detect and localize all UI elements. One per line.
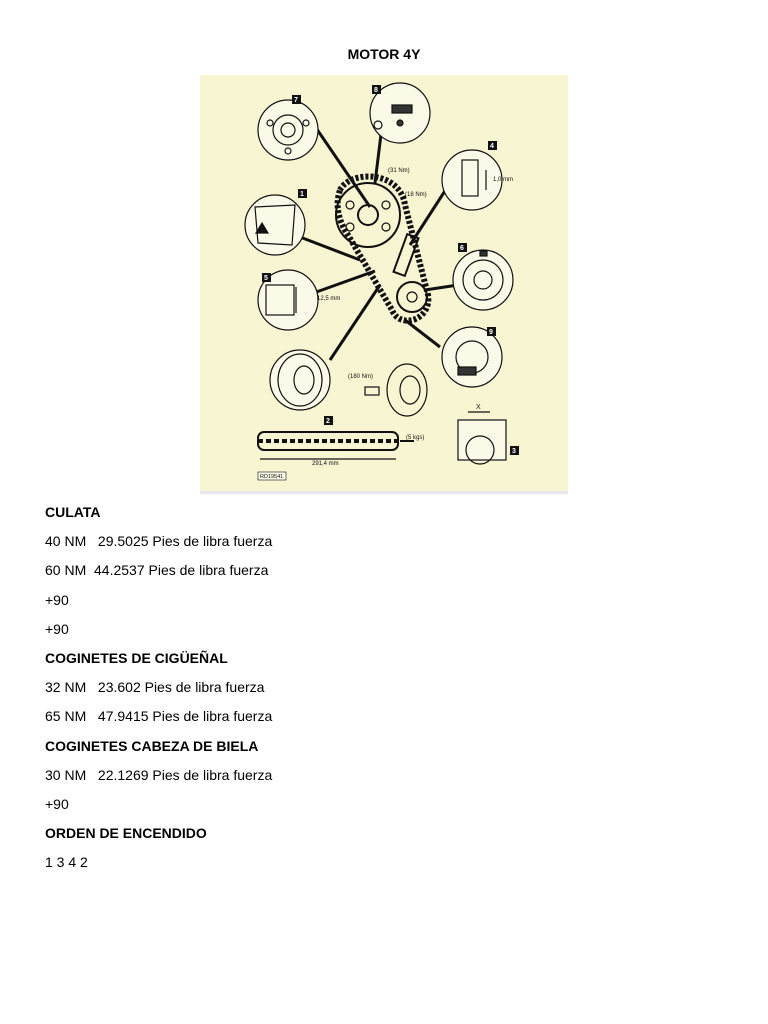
callout-7: 7 <box>294 97 298 104</box>
callout-4: 4 <box>490 143 494 150</box>
spec-line: 1 3 4 2 <box>45 854 88 871</box>
figure-underline <box>200 491 568 494</box>
spec-line: 32 NM 23.602 Pies de libra fuerza <box>45 679 265 696</box>
callout-box-3 <box>510 446 519 455</box>
torque-label-top: (31 Nm) <box>388 168 410 174</box>
document-title: MOTOR 4Y <box>347 46 421 62</box>
detail-7-bolt <box>302 119 310 127</box>
chain-tensioner <box>392 232 420 278</box>
connector-line <box>328 284 382 361</box>
callout-box-1 <box>298 189 307 198</box>
spec-line: 60 NM 44.2537 Pies de libra fuerza <box>45 562 269 579</box>
torque-label-mid: (18 Nm) <box>405 192 427 198</box>
callout-box-9 <box>487 327 496 336</box>
connector-line <box>404 318 441 349</box>
dimension-1-0: 1,0 mm <box>493 177 513 183</box>
detail-7-circle <box>257 99 319 161</box>
dimension-x: X <box>476 404 481 411</box>
crank-sprocket-hub <box>406 291 418 303</box>
spec-line: +90 <box>45 620 69 637</box>
detail-6-inner <box>462 259 504 301</box>
detail-8-mark <box>396 119 404 127</box>
detail-1-circle <box>244 194 306 256</box>
spec-line: 65 NM 47.9415 Pies de libra fuerza <box>45 708 273 725</box>
detail-6-circle <box>452 249 514 311</box>
connector-line <box>424 283 459 292</box>
detail-8-key <box>391 104 413 114</box>
section-heading: COGINETES CABEZA DE BIELA <box>45 737 259 754</box>
callout-box-4 <box>488 141 497 150</box>
detail-5-block <box>265 284 295 316</box>
crank-pulley-hub <box>293 365 315 395</box>
dimension-12-5: 12,5 mm <box>317 296 340 302</box>
sprocket-hole <box>381 222 391 232</box>
callout-9: 9 <box>489 329 493 336</box>
cam-sprocket <box>335 182 401 248</box>
sprocket-hole <box>345 222 355 232</box>
detail-7-bolt <box>266 119 274 127</box>
callout-2: 2 <box>326 418 330 425</box>
detail-7-inner <box>272 114 304 146</box>
callout-box-6 <box>458 243 467 252</box>
spec-list: CULATA 40 NM 29.5025 Pies de libra fuerza… <box>45 503 725 882</box>
callout-box-8 <box>372 85 381 94</box>
detail-8-hole <box>373 120 383 130</box>
chain-load-label: (5 kgs) <box>406 435 424 441</box>
detail-9-circle <box>441 326 503 388</box>
cam-sprocket-hub <box>357 204 379 226</box>
spec-line: +90 <box>45 591 69 608</box>
detail-4-gauge <box>461 159 479 197</box>
callout-1: 1 <box>300 191 304 198</box>
callout-8: 8 <box>374 87 378 94</box>
connector-line <box>307 269 376 297</box>
spec-line: 30 NM 22.1269 Pies de libra fuerza <box>45 766 273 783</box>
section-heading: ORDEN DE ENCENDIDO <box>45 825 207 842</box>
callout-3: 3 <box>512 448 516 455</box>
callout-box-5 <box>262 273 271 282</box>
callout-5: 5 <box>264 275 268 282</box>
detail-7-hub <box>280 122 296 138</box>
sprocket-hole <box>381 200 391 210</box>
detail-1-arrow <box>254 221 270 234</box>
detail-6-notch <box>479 250 488 257</box>
timing-chain-diagram: 7 8 4 1 6 5 9 2 3 (31 Nm) (18 Nm) (180 N… <box>200 75 568 494</box>
connector-line <box>310 121 372 208</box>
sprocket-hole <box>345 200 355 210</box>
damper-pulley-hub <box>399 375 421 405</box>
tool-sprocket <box>465 435 495 465</box>
detail-7-bolt <box>284 147 292 155</box>
connector-line <box>299 235 361 262</box>
crank-pulley <box>277 353 323 407</box>
section-heading: COGINETES DE CIGÜEÑAL <box>45 649 228 666</box>
tool-body <box>457 419 507 461</box>
torque-label-pulley: (180 Nm) <box>348 374 373 380</box>
crank-pulley-circle <box>269 349 331 411</box>
chain-length-label: 291,4 mm <box>312 461 339 467</box>
callout-box-2 <box>324 416 333 425</box>
pulley-bolt <box>364 386 380 396</box>
spec-line: 40 NM 29.5025 Pies de libra fuerza <box>45 533 273 550</box>
reference-code: RD19541 <box>260 474 283 480</box>
detail-4-circle <box>441 149 503 211</box>
damper-pulley <box>386 363 428 417</box>
callout-box-7 <box>292 95 301 104</box>
detail-9-key <box>457 366 477 376</box>
crank-sprocket <box>396 281 428 313</box>
spec-line: +90 <box>45 795 69 812</box>
callout-6: 6 <box>460 245 464 252</box>
timing-chain <box>334 173 432 324</box>
detail-6-hub <box>473 270 493 290</box>
reference-box <box>257 471 287 481</box>
section-heading: CULATA <box>45 504 101 520</box>
